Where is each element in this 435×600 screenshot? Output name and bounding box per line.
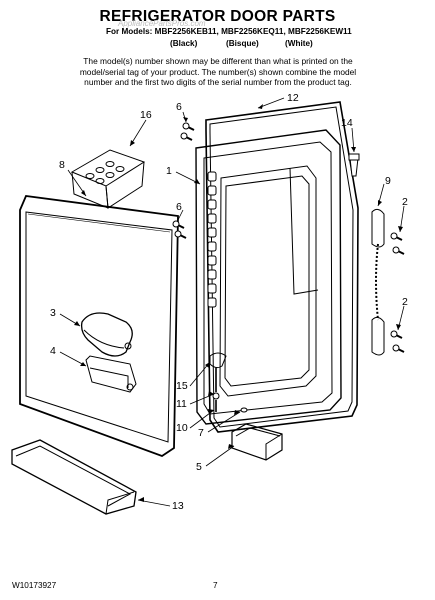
callout-10: 10 <box>176 422 188 434</box>
door-bin-large <box>11 439 137 515</box>
doc-number: W10173927 <box>12 581 57 590</box>
part-callouts: 6 12 16 14 8 1 9 6 2 2 3 4 15 11 10 7 5 … <box>50 92 408 512</box>
callout-6-lower: 6 <box>176 201 182 213</box>
models-line: For Models: MBF2256KEB11, MBF2256KEQ11, … <box>106 27 352 36</box>
callout-2-upper: 2 <box>402 196 408 208</box>
egg-tray <box>70 149 146 209</box>
color-label-white: (White) <box>285 39 313 48</box>
callout-12: 12 <box>287 92 299 104</box>
screws <box>172 122 405 353</box>
callout-8: 8 <box>59 159 65 171</box>
dairy-door <box>80 312 133 357</box>
hinge-pin <box>348 153 360 177</box>
arrowheads <box>74 104 403 502</box>
page-number: 7 <box>213 581 218 590</box>
liner-pegs <box>207 171 217 308</box>
note-line: model/serial tag of your product. The nu… <box>79 66 357 77</box>
door-handle-assembly <box>371 208 385 356</box>
note-line: The model(s) number shown may be differe… <box>83 56 353 66</box>
callout-14: 14 <box>341 117 353 129</box>
outer-door-panel <box>19 195 179 458</box>
dairy-bin <box>85 342 137 393</box>
model-note: The model(s) number shown may be differe… <box>28 56 408 88</box>
callout-2-lower: 2 <box>402 296 408 308</box>
callout-13: 13 <box>172 500 184 512</box>
callout-7: 7 <box>198 427 204 439</box>
color-label-bisque: (Bisque) <box>226 39 259 48</box>
page-title: REFRIGERATOR DOOR PARTS <box>99 8 336 25</box>
color-label-black: (Black) <box>170 39 198 48</box>
callout-15: 15 <box>176 380 188 392</box>
door-gasket <box>205 101 359 433</box>
callout-16: 16 <box>140 109 152 121</box>
lower-hinge-parts <box>209 352 248 413</box>
door-bin-small <box>231 423 283 461</box>
callout-9: 9 <box>385 175 391 187</box>
callout-3: 3 <box>50 307 56 319</box>
callout-11: 11 <box>176 398 187 410</box>
note-line: number and the first two digits of the s… <box>84 77 352 87</box>
watermark-text: AppliancePartsPros.com <box>118 19 206 28</box>
callout-4: 4 <box>50 345 56 357</box>
callout-6-upper: 6 <box>176 101 182 113</box>
callout-5: 5 <box>196 461 202 473</box>
callout-1: 1 <box>166 165 172 177</box>
door-liner <box>195 129 342 425</box>
